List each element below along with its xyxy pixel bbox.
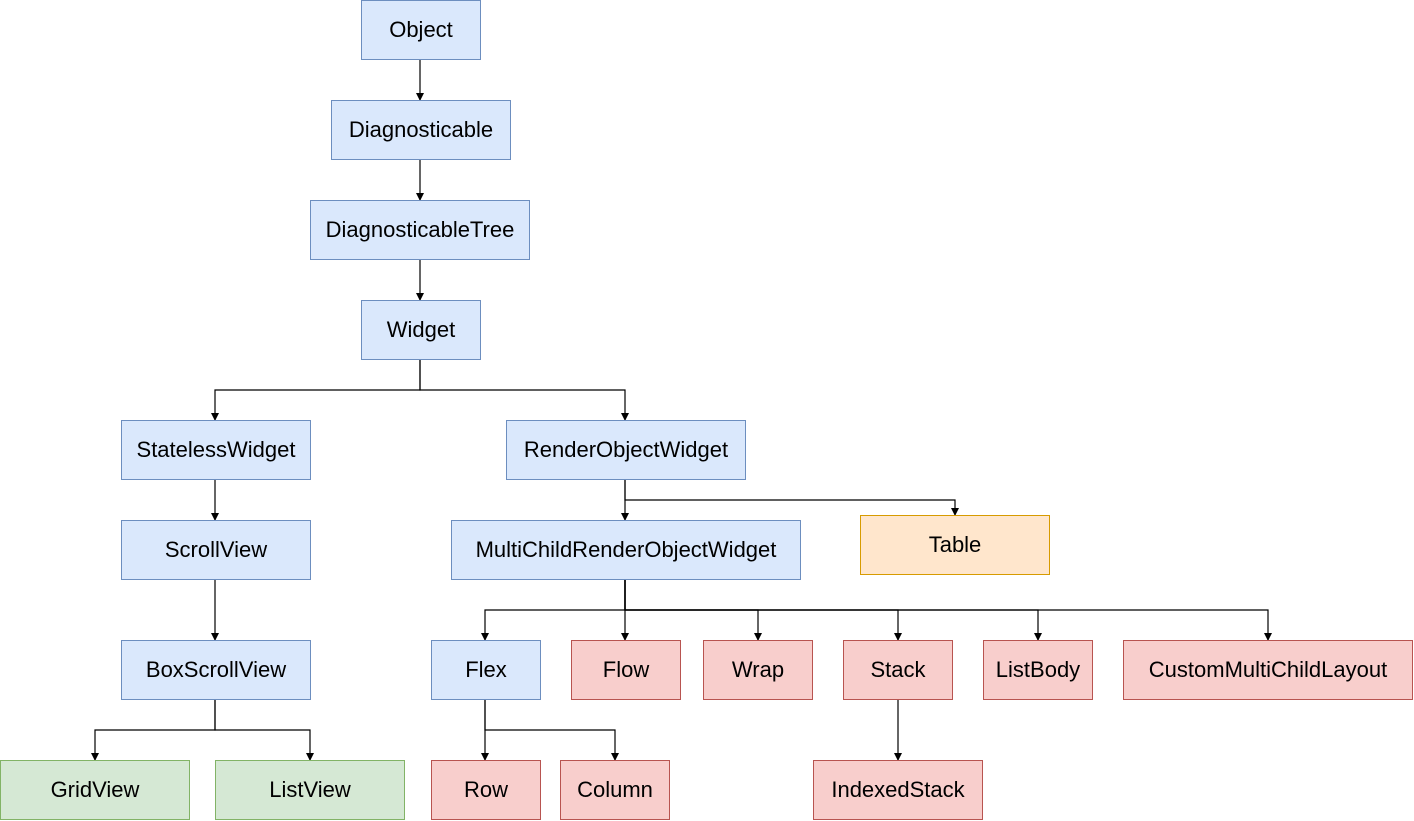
node-box-scroll-view: BoxScrollView <box>121 640 311 700</box>
connector-box-scroll-view-to-list-view <box>214 700 314 761</box>
connector-multi-child-to-flex <box>481 580 626 641</box>
node-custom-multi-child-layout: CustomMultiChildLayout <box>1123 640 1413 700</box>
node-object: Object <box>361 0 481 60</box>
node-flex: Flex <box>431 640 541 700</box>
node-column: Column <box>560 760 670 820</box>
node-diagnosticable: Diagnosticable <box>331 100 511 160</box>
node-indexed-stack: IndexedStack <box>813 760 983 820</box>
node-table: Table <box>860 515 1050 575</box>
connector-widget-to-render-object-widget <box>419 360 629 421</box>
connector-render-object-widget-to-table <box>624 480 959 516</box>
node-row: Row <box>431 760 541 820</box>
node-grid-view: GridView <box>0 760 190 820</box>
node-widget: Widget <box>361 300 481 360</box>
connector-flex-to-column <box>484 700 619 761</box>
connector-multi-child-to-custom-multi-child-layout <box>624 580 1272 641</box>
node-list-view: ListView <box>215 760 405 820</box>
node-list-body: ListBody <box>983 640 1093 700</box>
node-stateless-widget: StatelessWidget <box>121 420 311 480</box>
node-flow: Flow <box>571 640 681 700</box>
node-render-object-widget: RenderObjectWidget <box>506 420 746 480</box>
node-scroll-view: ScrollView <box>121 520 311 580</box>
node-diagnosticable-tree: DiagnosticableTree <box>310 200 530 260</box>
node-stack: Stack <box>843 640 953 700</box>
node-wrap: Wrap <box>703 640 813 700</box>
connector-widget-to-stateless-widget <box>211 360 421 421</box>
node-multi-child-render-object-widget: MultiChildRenderObjectWidget <box>451 520 801 580</box>
connector-box-scroll-view-to-grid-view <box>91 700 216 761</box>
